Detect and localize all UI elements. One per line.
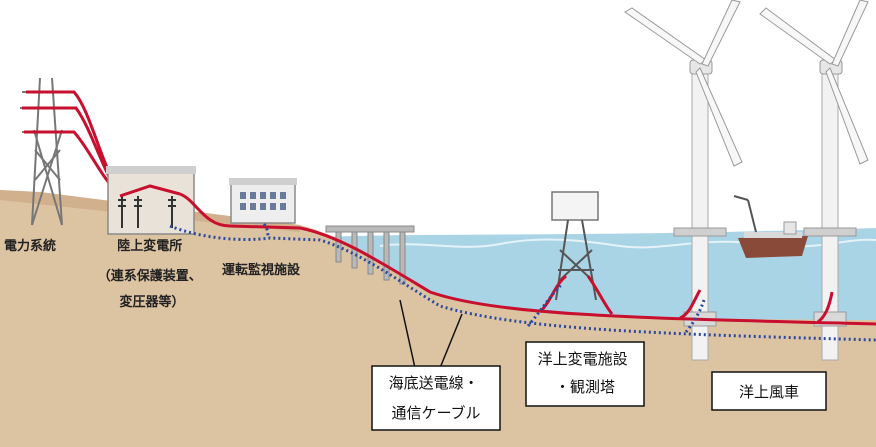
wind-turbine-icon — [759, 0, 869, 361]
wind-turbine-icon — [624, 0, 743, 361]
svg-text:洋上変電施設 ・観測塔: 洋上変電施設 ・観測塔 — [538, 350, 633, 396]
label-subsea-cable-line2: 通信ケーブル — [391, 404, 480, 422]
label-onshore-substation-line2: （連系保護装置、 — [98, 268, 202, 284]
label-subsea-cable-line1: 海底送電線・ — [389, 374, 479, 392]
subsea-power-cable — [179, 192, 876, 326]
monitoring-building-icon — [229, 178, 297, 224]
label-onshore-substation-line1: 陸上変電所 — [117, 238, 182, 254]
svg-text:海底送電線・ 通信ケーブル: 海底送電線・ 通信ケーブル — [389, 374, 484, 422]
label-offshore-substation-line2: ・観測塔 — [555, 378, 615, 396]
wind-turbine-label-box: 洋上風車 — [711, 371, 827, 411]
label-offshore-wind-turbine: 洋上風車 — [739, 383, 799, 401]
label-onshore-substation: 陸上変電所 （連系保護装置、 変圧器等） — [98, 238, 207, 310]
offshore-substation-label-box: 洋上変電施設 ・観測塔 — [525, 341, 645, 407]
label-leader-lines — [399, 299, 463, 369]
ground — [0, 190, 876, 447]
substation-building-icon — [106, 166, 196, 235]
pier-icon — [325, 225, 415, 285]
label-onshore-substation-line3: 変圧器等） — [119, 294, 184, 310]
ship-icon — [733, 195, 808, 258]
monitoring-comm-drop — [262, 223, 271, 240]
label-operation-monitoring: 運転監視施設 — [222, 262, 301, 278]
subsea-cable-label-box: 海底送電線・ 通信ケーブル — [371, 365, 501, 431]
communication-cable — [169, 224, 876, 342]
turbine-riser-cable — [679, 289, 834, 324]
label-power-grid: 電力系統 — [4, 238, 56, 254]
label-offshore-substation-line1: 洋上変電施設 — [538, 350, 628, 368]
